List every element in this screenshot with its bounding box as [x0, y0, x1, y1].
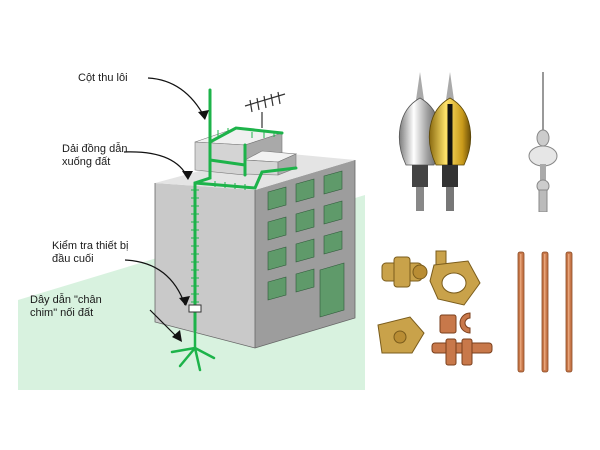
lightning-rod-franklin-icon	[528, 72, 558, 212]
photo-earthing-clamps	[372, 245, 497, 373]
antenna-icon	[244, 91, 286, 128]
conductor-ticks	[191, 128, 275, 303]
test-joint-icon	[188, 304, 202, 313]
door	[319, 262, 345, 318]
earthing-clamps-icon	[377, 250, 493, 366]
building-front	[155, 183, 255, 348]
copper-ground-rods-icon	[517, 251, 573, 373]
earth-conductor-icon	[170, 328, 216, 372]
roof-block-front	[194, 141, 246, 176]
windows	[267, 170, 345, 318]
photo-ese-air-terminals	[390, 70, 482, 212]
label-down-conductor: Dải đồng dẫn xuống đất	[62, 143, 128, 168]
photo-franklin-rod	[525, 72, 561, 212]
label-air-terminal: Cột thu lôi	[78, 72, 128, 84]
photo-copper-ground-rods	[512, 248, 582, 376]
label-test-joint: Kiểm tra thiết bị đầu cuối	[52, 240, 129, 265]
lightning-rod-esea-icon	[399, 72, 471, 211]
label-earth-conductor: Dây dẫn "chân chim" nối đất	[30, 294, 102, 319]
